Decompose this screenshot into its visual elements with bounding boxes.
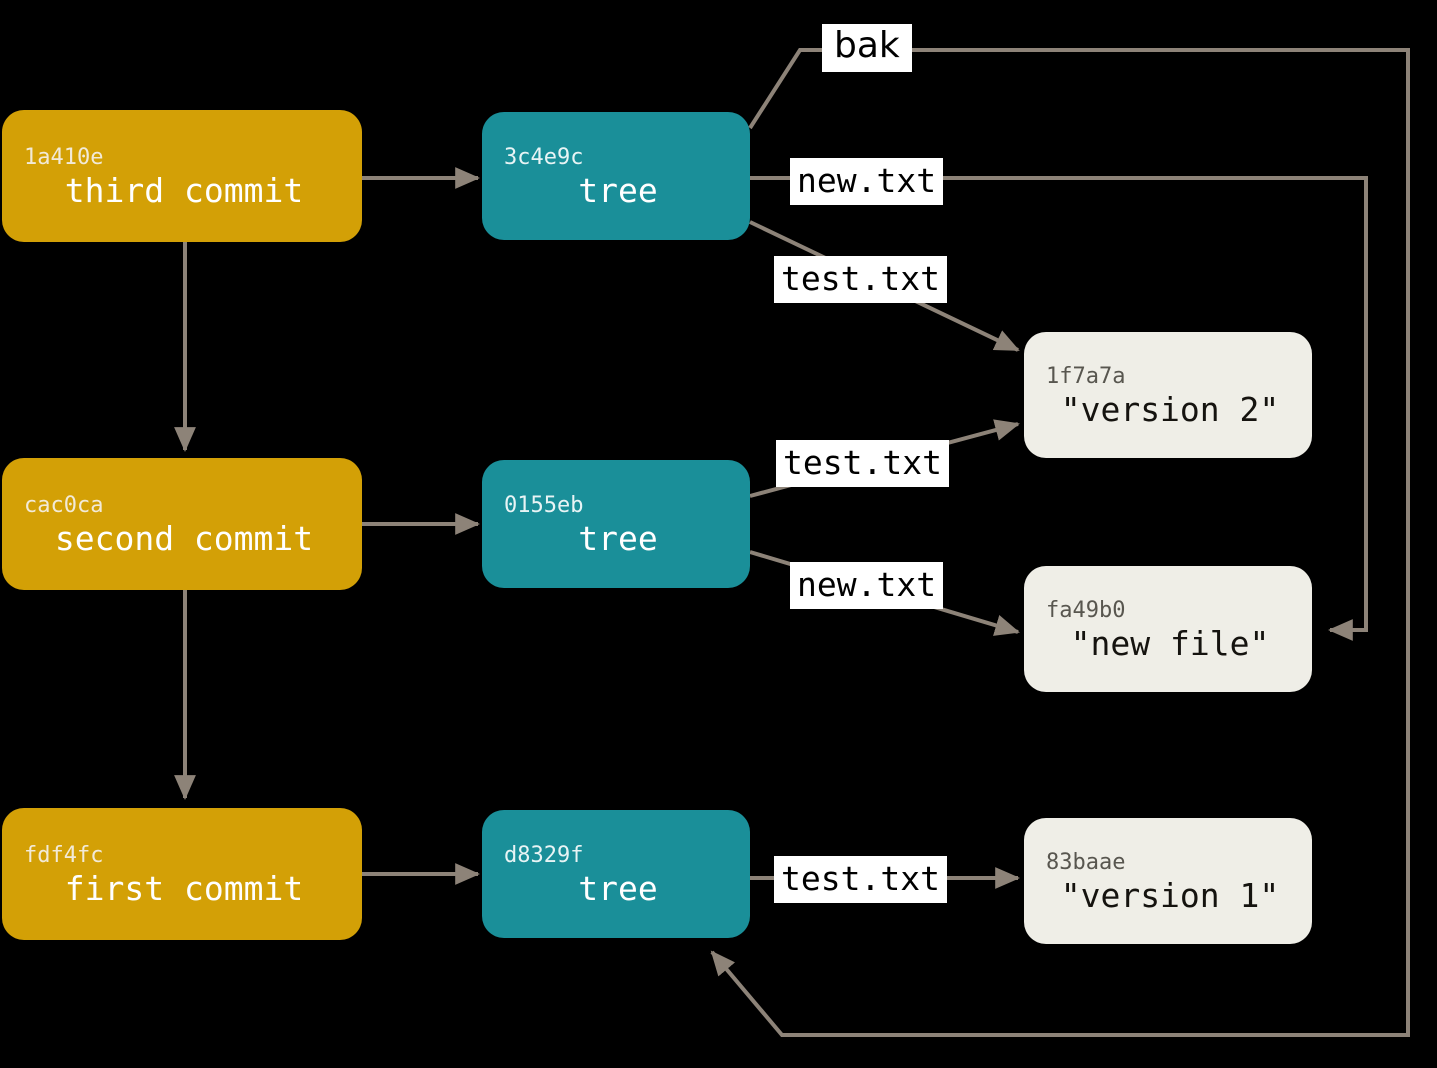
edge-label-test-txt-top: test.txt xyxy=(774,256,947,303)
blob-node-version2[interactable]: 1f7a7a "version 2" xyxy=(1024,332,1312,458)
blob-newfile-hash: fa49b0 xyxy=(1046,597,1126,623)
tree-second-hash: 0155eb xyxy=(504,492,584,518)
edge-label-bak: bak xyxy=(822,24,912,72)
blob-node-newfile[interactable]: fa49b0 "new file" xyxy=(1024,566,1312,692)
tree-node-third[interactable]: 3c4e9c tree xyxy=(482,112,750,240)
commit-third-title: third commit xyxy=(64,171,304,211)
tree-first-title: tree xyxy=(578,869,658,909)
tree-third-title: tree xyxy=(578,171,658,211)
tree-first-hash: d8329f xyxy=(504,842,584,868)
edge-label-test-txt-mid: test.txt xyxy=(776,440,949,487)
blob-version2-hash: 1f7a7a xyxy=(1046,363,1126,389)
blob-version1-title: "version 1" xyxy=(1060,876,1280,916)
commit-second-title: second commit xyxy=(54,519,314,559)
blob-node-version1[interactable]: 83baae "version 1" xyxy=(1024,818,1312,944)
tree-third-hash: 3c4e9c xyxy=(504,144,584,170)
commit-node-third[interactable]: 1a410e third commit xyxy=(2,110,362,242)
tree-second-title: tree xyxy=(578,519,658,559)
tree-node-second[interactable]: 0155eb tree xyxy=(482,460,750,588)
edge-tree-third-newtxt-to-blob-newfile xyxy=(750,176,1368,641)
blob-version1-hash: 83baae xyxy=(1046,849,1126,875)
commit-third-hash: 1a410e xyxy=(24,144,104,170)
edge-label-new-txt-top: new.txt xyxy=(790,158,944,205)
commit-node-first[interactable]: fdf4fc first commit xyxy=(2,808,362,940)
commit-first-hash: fdf4fc xyxy=(24,842,104,868)
edge-label-test-txt-bottom: test.txt xyxy=(774,856,947,903)
edge-label-new-txt-mid: new.txt xyxy=(790,562,944,609)
commit-second-hash: cac0ca xyxy=(24,492,104,518)
edge-tree-third-bak-to-tree-first xyxy=(710,48,1410,1037)
commit-first-title: first commit xyxy=(64,869,304,909)
blob-newfile-title: "new file" xyxy=(1070,624,1270,664)
blob-version2-title: "version 2" xyxy=(1060,390,1280,430)
tree-node-first[interactable]: d8329f tree xyxy=(482,810,750,938)
commit-node-second[interactable]: cac0ca second commit xyxy=(2,458,362,590)
